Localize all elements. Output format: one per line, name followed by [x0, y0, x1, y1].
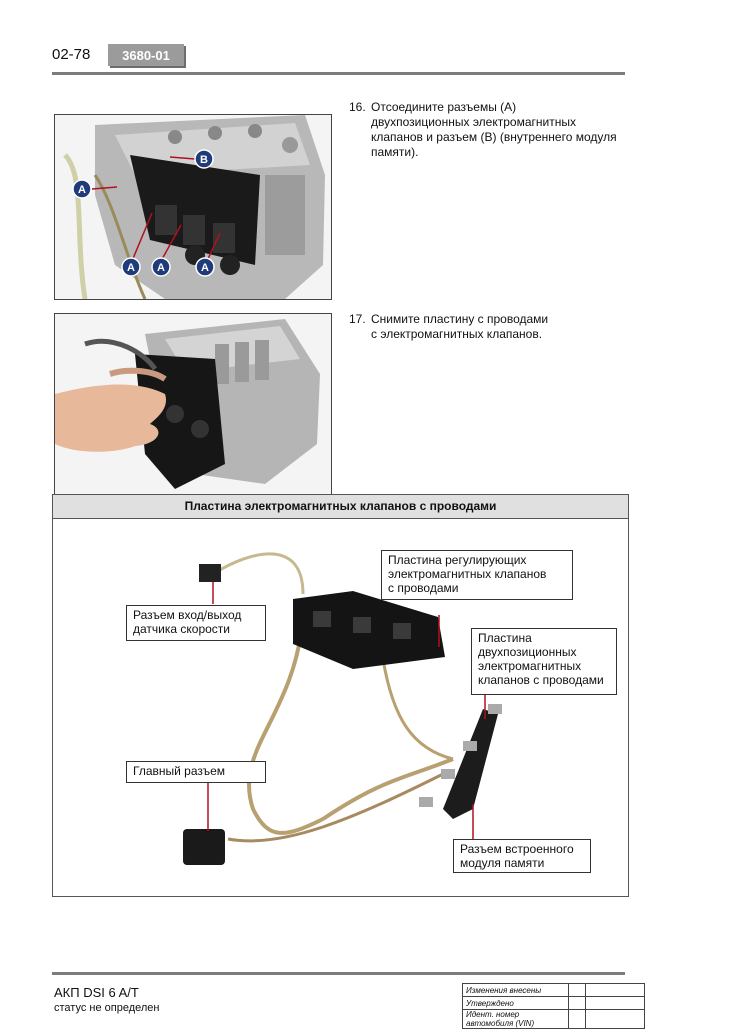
marker-a: A: [121, 257, 141, 277]
approval-table: Изменения внесены Утверждено Идент. номе…: [462, 983, 645, 1029]
step-17: 17. Снимите пластину с проводами с элект…: [349, 312, 639, 344]
step-text: Отсоедините разъемы (А) двухпозиционных …: [371, 100, 617, 159]
approval-row: Утверждено: [462, 996, 645, 1010]
photo-valve-body-connectors: B A A A A: [54, 114, 332, 300]
step-number: 16.: [349, 100, 366, 114]
approval-row: Изменения внесены: [462, 983, 645, 997]
callout-main-connector: Главный разъем: [126, 761, 266, 783]
marker-b: B: [194, 149, 214, 169]
section-code-badge: 3680-01: [108, 44, 184, 66]
main-connector-shape: [183, 829, 225, 865]
footer-status: статус не определен: [54, 1002, 160, 1014]
approval-label: Идент. номер автомобиля (VIN): [462, 1009, 569, 1029]
approval-row: Идент. номер автомобиля (VIN): [462, 1009, 645, 1029]
step-text: Снимите пластину с проводами с электрома…: [371, 312, 549, 341]
approval-cell: [585, 983, 645, 997]
callout-memory-module: Разъем встроенного модуля памяти: [453, 839, 591, 873]
footer-title: АКП DSI 6 A/T: [54, 985, 139, 1000]
wiring-harness-illustration: [183, 552, 502, 865]
photo-1-illustration: B A A A A: [55, 115, 331, 299]
callout-regulating-plate: Пластина регулирующих электромагнитных к…: [381, 550, 573, 600]
approval-cell: [568, 996, 586, 1010]
approval-cell: [585, 996, 645, 1010]
diagram-panel: Пластина электромагнитных клапанов с про…: [52, 494, 629, 897]
approval-label: Утверждено: [462, 996, 569, 1010]
diagram-title: Пластина электромагнитных клапанов с про…: [53, 495, 628, 519]
approval-cell: [568, 983, 586, 997]
svg-text:A: A: [201, 262, 209, 274]
marker-a: A: [151, 257, 171, 277]
marker-a: A: [195, 257, 215, 277]
approval-label: Изменения внесены: [462, 983, 569, 997]
photo-remove-solenoid-plate: [54, 313, 332, 498]
svg-text:A: A: [127, 262, 135, 274]
footer-divider: [52, 972, 625, 975]
marker-a: A: [72, 179, 92, 199]
speed-sensor-connector-shape: [199, 564, 221, 582]
onoff-plate-shape: [443, 709, 498, 819]
step-16: 16. Отсоедините разъемы (А) двухпозицион…: [349, 100, 639, 162]
photo-2-illustration: [55, 314, 331, 497]
page-number: 02-78: [52, 46, 91, 63]
callout-onoff-plate: Пластина двухпозиционных электромагнитны…: [471, 628, 617, 695]
svg-text:B: B: [200, 154, 208, 166]
svg-text:A: A: [78, 184, 86, 196]
step-number: 17.: [349, 312, 366, 326]
approval-cell: [568, 1009, 586, 1029]
callout-speed-sensor: Разъем вход/выход датчика скорости: [126, 605, 266, 641]
approval-cell: [585, 1009, 645, 1029]
svg-text:A: A: [157, 262, 165, 274]
header-divider: [52, 72, 625, 75]
